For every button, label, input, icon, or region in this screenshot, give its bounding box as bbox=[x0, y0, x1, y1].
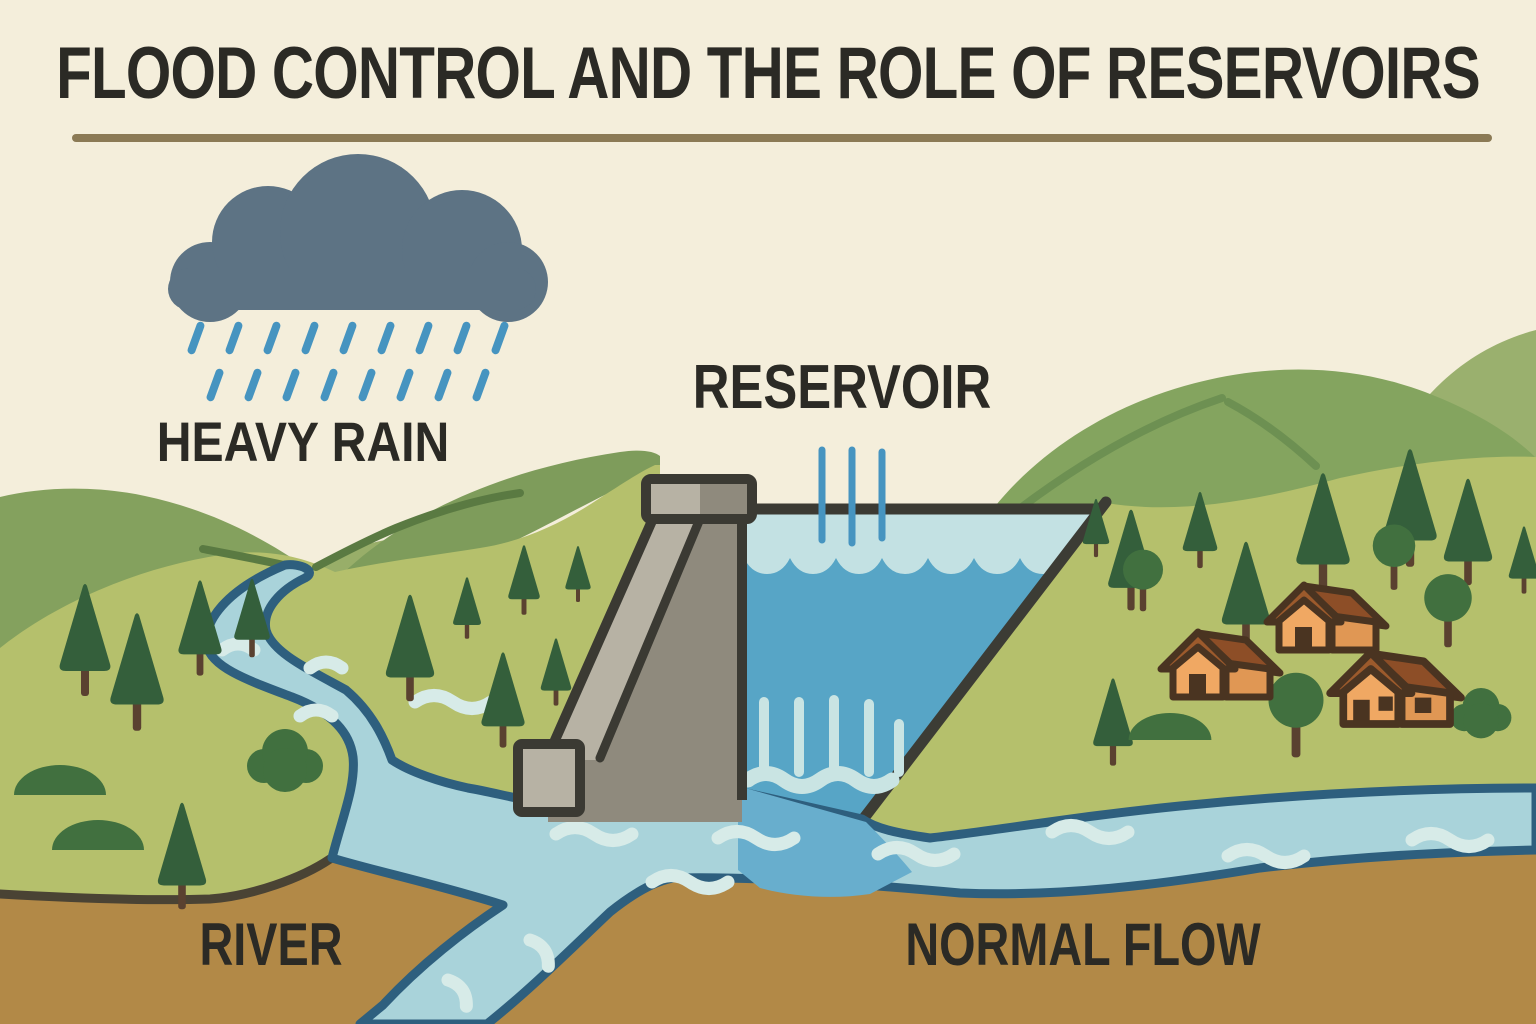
ridge-line-right bbox=[312, 489, 524, 571]
storm-cloud-icon bbox=[168, 154, 548, 322]
house-icon bbox=[1330, 653, 1461, 725]
dam-icon bbox=[513, 474, 757, 822]
dam-slope-edge bbox=[595, 509, 707, 763]
page-title: FLOOD CONTROL AND THE ROLE OF RESERVOIRS bbox=[56, 33, 1481, 114]
reservoir-inflow-lines bbox=[818, 446, 886, 547]
hill-fold-line-2 bbox=[1224, 398, 1320, 470]
river-water bbox=[202, 560, 1536, 1024]
heavy-rain-label: HEAVY RAIN bbox=[156, 410, 450, 473]
river-label: RIVER bbox=[199, 911, 343, 978]
reservoir-outlet-lines bbox=[759, 695, 904, 777]
river-course bbox=[202, 560, 1536, 1024]
reservoir-outflow-shade bbox=[738, 786, 912, 897]
dam-cap-outline bbox=[641, 474, 757, 524]
outlet-splash bbox=[740, 766, 900, 794]
house-icon bbox=[1161, 632, 1280, 697]
earth-left bbox=[0, 860, 503, 1024]
house-icon bbox=[1267, 585, 1386, 650]
earth-banks bbox=[0, 850, 1536, 1024]
title-divider bbox=[72, 134, 1492, 142]
dam-slope-face bbox=[548, 514, 702, 760]
rain-drops bbox=[186, 320, 510, 403]
dam-outline-slope bbox=[543, 509, 660, 761]
earth-left-edge bbox=[0, 854, 335, 905]
reservoir-surface-band bbox=[742, 512, 1100, 574]
reservoir-label: RESERVOIR bbox=[692, 353, 992, 422]
hill-center bbox=[333, 450, 660, 583]
dam-toe bbox=[513, 739, 585, 817]
hill-fold-line bbox=[1006, 394, 1226, 520]
normal-flow-label: NORMAL FLOW bbox=[905, 911, 1261, 978]
dam-cap-shade bbox=[700, 484, 747, 514]
houses-group bbox=[1161, 585, 1461, 724]
earth-right bbox=[487, 850, 1536, 1024]
